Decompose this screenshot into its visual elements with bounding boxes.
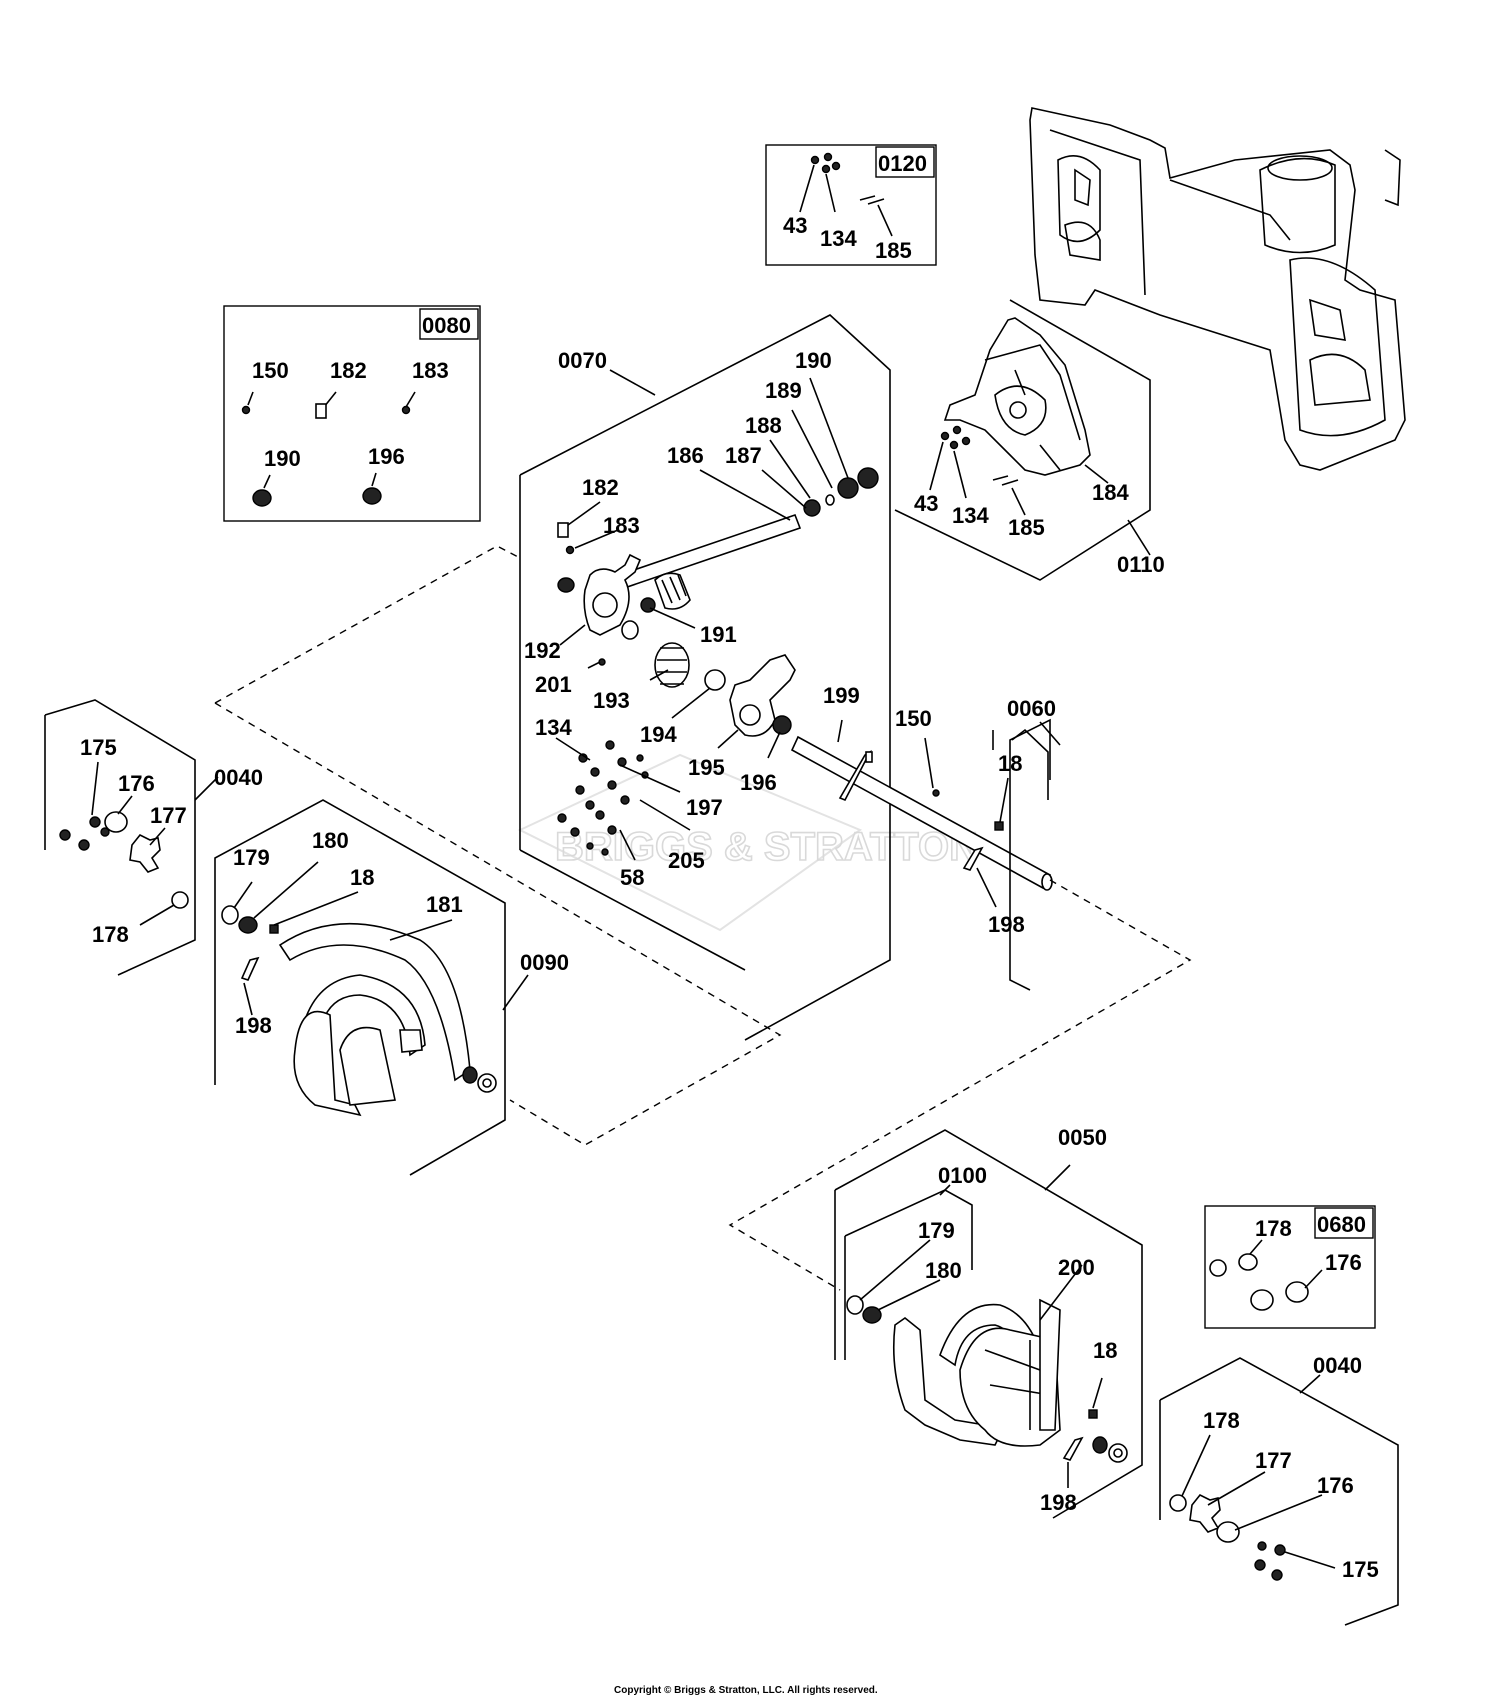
dashed-frames — [214, 545, 1192, 1291]
callout-199: 199 — [823, 683, 860, 708]
callout-200: 200 — [1058, 1255, 1095, 1280]
callout-185: 185 — [1008, 515, 1045, 540]
callout-178: 178 — [1255, 1216, 1292, 1241]
callout-180: 180 — [925, 1258, 962, 1283]
group-0100: 0100 179 180 — [844, 1163, 987, 1360]
group-0070: 0070 — [519, 314, 932, 1041]
callout-183: 183 — [412, 358, 449, 383]
callout-197: 197 — [686, 795, 723, 820]
callout-150: 150 — [895, 706, 932, 731]
callout-187: 187 — [725, 443, 762, 468]
kit-0680-box: 0680 178 176 — [1204, 1205, 1376, 1329]
callout-179: 179 — [918, 1218, 955, 1243]
callout-177: 177 — [150, 803, 187, 828]
kit-0080-label: 0080 — [422, 313, 471, 338]
callout-58: 58 — [620, 865, 644, 890]
group-0050: 0050 — [834, 1125, 1143, 1519]
auger-shaft — [790, 719, 1053, 891]
callout-18: 18 — [998, 751, 1022, 776]
callout-184: 184 — [1092, 480, 1129, 505]
kit-0680-label: 0680 — [1317, 1212, 1366, 1237]
callout-179: 179 — [233, 845, 270, 870]
group-0110: 0110 43 134 185 184 — [894, 299, 1165, 581]
callout-190: 190 — [264, 446, 301, 471]
callout-195: 195 — [688, 755, 725, 780]
callout-201: 201 — [535, 672, 572, 697]
callout-175: 175 — [1342, 1557, 1379, 1582]
callout-175: 175 — [80, 735, 117, 760]
callout-182: 182 — [582, 475, 619, 500]
callout-134: 134 — [535, 715, 572, 740]
kit-0120-label: 0120 — [878, 151, 927, 176]
callout-191: 191 — [700, 622, 737, 647]
callout-18: 18 — [350, 865, 374, 890]
watermark-text: BRIGGS & STRATTON — [555, 825, 978, 869]
callout-198: 198 — [235, 1013, 272, 1038]
callout-181: 181 — [426, 892, 463, 917]
callout-194: 194 — [640, 722, 677, 747]
kit-0080-box: 0080 150 182 183 190 196 — [223, 305, 481, 522]
kit-0120-box: 0120 43 134 185 — [765, 144, 937, 266]
group-0050-label: 0050 — [1058, 1125, 1107, 1150]
callout-188: 188 — [745, 413, 782, 438]
callout-192: 192 — [524, 638, 561, 663]
auger-housing — [1029, 107, 1406, 471]
copyright-text: Copyright © Briggs & Stratton, LLC. All … — [614, 1685, 878, 1696]
callout-178: 178 — [1203, 1408, 1240, 1433]
callout-134: 134 — [820, 226, 857, 251]
callout-150: 150 — [252, 358, 289, 383]
group-0040-left: 0040 175 176 177 178 — [44, 699, 263, 976]
callout-185: 185 — [875, 238, 912, 263]
group-0070-label: 0070 — [558, 348, 607, 373]
callout-18: 18 — [1093, 1338, 1117, 1363]
callout-177: 177 — [1255, 1448, 1292, 1473]
group-0090: 0090 179 180 18 181 198 — [214, 799, 569, 1176]
callout-176: 176 — [1325, 1250, 1362, 1275]
callout-176: 176 — [1317, 1473, 1354, 1498]
group-0040-label: 0040 — [214, 765, 263, 790]
group-0090-label: 0090 — [520, 950, 569, 975]
right-auger: 200 18 198 — [892, 1255, 1128, 1515]
callout-134: 134 — [952, 503, 989, 528]
callout-189: 189 — [765, 378, 802, 403]
callout-183: 183 — [603, 513, 640, 538]
callout-198: 198 — [1040, 1490, 1077, 1515]
callout-182: 182 — [330, 358, 367, 383]
callout-190: 190 — [795, 348, 832, 373]
callout-186: 186 — [667, 443, 704, 468]
callout-198: 198 — [988, 912, 1025, 937]
callout-180: 180 — [312, 828, 349, 853]
callout-193: 193 — [593, 688, 630, 713]
group-0060: 0060 18 198 — [962, 696, 1061, 991]
callout-205: 205 — [668, 848, 705, 873]
group-0100-label: 0100 — [938, 1163, 987, 1188]
group-0060-label: 0060 — [1007, 696, 1056, 721]
callout-196: 196 — [368, 444, 405, 469]
callout-176: 176 — [118, 771, 155, 796]
callout-196: 196 — [740, 770, 777, 795]
callout-43: 43 — [914, 491, 938, 516]
group-0040-right: 0040 178 177 176 175 — [1159, 1353, 1399, 1626]
watermark-logo: BRIGGS & STRATTON — [517, 753, 979, 932]
callout-43: 43 — [783, 213, 807, 238]
callout-178: 178 — [92, 922, 129, 947]
group-0040-label: 0040 — [1313, 1353, 1362, 1378]
group-0110-label: 0110 — [1117, 552, 1165, 577]
